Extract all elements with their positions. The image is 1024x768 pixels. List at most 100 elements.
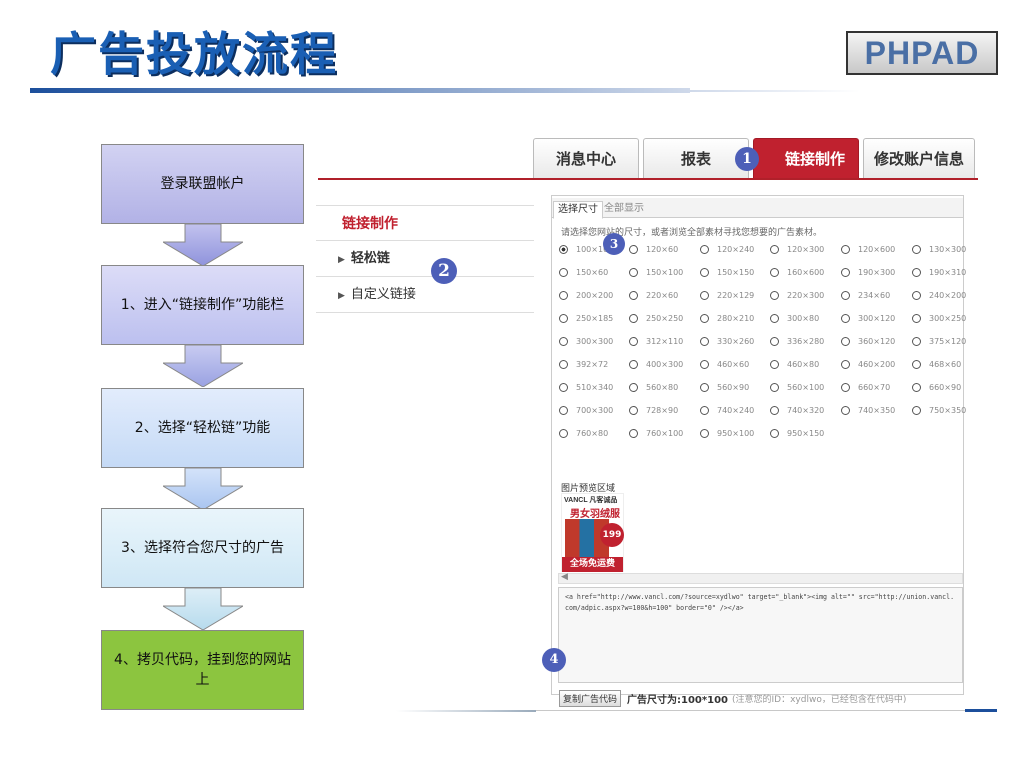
radio-icon[interactable] xyxy=(559,383,568,392)
size-option[interactable]: 950×150 xyxy=(770,429,824,438)
size-option[interactable]: 220×300 xyxy=(770,291,824,300)
size-option[interactable]: 300×120 xyxy=(841,314,895,323)
radio-icon[interactable] xyxy=(912,360,921,369)
size-option[interactable]: 100×100 xyxy=(559,245,613,254)
side-menu-item-custom-link[interactable]: ▶自定义链接 xyxy=(316,277,534,313)
radio-icon[interactable] xyxy=(841,406,850,415)
size-option[interactable]: 468×60 xyxy=(912,360,961,369)
tab-link-creation[interactable]: 链接制作 xyxy=(753,138,859,178)
radio-icon[interactable] xyxy=(700,245,709,254)
size-option[interactable]: 120×300 xyxy=(770,245,824,254)
size-option[interactable]: 950×100 xyxy=(700,429,754,438)
radio-icon[interactable] xyxy=(700,314,709,323)
radio-icon[interactable] xyxy=(700,383,709,392)
size-option[interactable]: 392×72 xyxy=(559,360,608,369)
tab-show-all[interactable]: 全部显示 xyxy=(604,203,644,214)
radio-icon[interactable] xyxy=(912,314,921,323)
size-option[interactable]: 150×100 xyxy=(629,268,683,277)
size-option[interactable]: 760×100 xyxy=(629,429,683,438)
tab-select-size[interactable]: 选择尺寸 xyxy=(553,201,603,219)
radio-icon[interactable] xyxy=(629,268,638,277)
radio-icon[interactable] xyxy=(770,268,779,277)
radio-icon[interactable] xyxy=(629,429,638,438)
radio-icon[interactable] xyxy=(559,429,568,438)
size-option[interactable]: 300×250 xyxy=(912,314,966,323)
radio-icon[interactable] xyxy=(841,383,850,392)
copy-code-button[interactable]: 复制广告代码 xyxy=(559,690,622,707)
size-option[interactable]: 120×600 xyxy=(841,245,895,254)
size-option[interactable]: 200×200 xyxy=(559,291,613,300)
radio-icon[interactable] xyxy=(770,360,779,369)
size-option[interactable]: 375×120 xyxy=(912,337,966,346)
size-option[interactable]: 740×320 xyxy=(770,406,824,415)
radio-icon[interactable] xyxy=(700,360,709,369)
radio-icon[interactable] xyxy=(700,268,709,277)
radio-icon[interactable] xyxy=(770,314,779,323)
radio-icon[interactable] xyxy=(841,291,850,300)
radio-icon[interactable] xyxy=(629,337,638,346)
radio-icon[interactable] xyxy=(912,291,921,300)
radio-icon[interactable] xyxy=(912,245,921,254)
size-option[interactable]: 360×120 xyxy=(841,337,895,346)
size-option[interactable]: 300×300 xyxy=(559,337,613,346)
tab-reports[interactable]: 报表 xyxy=(643,138,749,178)
radio-icon[interactable] xyxy=(559,337,568,346)
size-option[interactable]: 150×60 xyxy=(559,268,608,277)
radio-icon[interactable] xyxy=(770,429,779,438)
radio-icon[interactable] xyxy=(841,245,850,254)
size-option[interactable]: 740×350 xyxy=(841,406,895,415)
size-option[interactable]: 560×100 xyxy=(770,383,824,392)
radio-icon[interactable] xyxy=(700,291,709,300)
size-option[interactable]: 130×300 xyxy=(912,245,966,254)
horizontal-scrollbar[interactable]: ◀ xyxy=(558,572,963,584)
radio-icon[interactable] xyxy=(559,291,568,300)
radio-icon[interactable] xyxy=(559,360,568,369)
size-option[interactable]: 312×110 xyxy=(629,337,683,346)
radio-icon[interactable] xyxy=(559,406,568,415)
size-option[interactable]: 250×185 xyxy=(559,314,613,323)
size-option[interactable]: 300×80 xyxy=(770,314,819,323)
size-option[interactable]: 400×300 xyxy=(629,360,683,369)
side-menu-item-easy-link[interactable]: ▶轻松链 xyxy=(316,241,534,277)
size-option[interactable]: 280×210 xyxy=(700,314,754,323)
radio-icon[interactable] xyxy=(629,314,638,323)
size-option[interactable]: 510×340 xyxy=(559,383,613,392)
size-option[interactable]: 240×200 xyxy=(912,291,966,300)
radio-icon[interactable] xyxy=(770,383,779,392)
scroll-left-icon[interactable]: ◀ xyxy=(561,572,568,582)
tab-message-center[interactable]: 消息中心 xyxy=(533,138,639,178)
size-option[interactable]: 150×150 xyxy=(700,268,754,277)
size-option[interactable]: 250×250 xyxy=(629,314,683,323)
radio-icon[interactable] xyxy=(700,429,709,438)
size-option[interactable]: 560×80 xyxy=(629,383,678,392)
radio-icon[interactable] xyxy=(770,406,779,415)
radio-icon[interactable] xyxy=(912,268,921,277)
radio-icon[interactable] xyxy=(912,406,921,415)
size-option[interactable]: 560×90 xyxy=(700,383,749,392)
radio-icon[interactable] xyxy=(629,291,638,300)
radio-icon[interactable] xyxy=(912,337,921,346)
size-option[interactable]: 120×60 xyxy=(629,245,678,254)
radio-icon[interactable] xyxy=(629,245,638,254)
size-option[interactable]: 760×80 xyxy=(559,429,608,438)
radio-icon[interactable] xyxy=(559,314,568,323)
radio-icon[interactable] xyxy=(700,337,709,346)
size-option[interactable]: 220×129 xyxy=(700,291,754,300)
radio-icon[interactable] xyxy=(559,245,568,254)
size-option[interactable]: 460×60 xyxy=(700,360,749,369)
size-option[interactable]: 750×350 xyxy=(912,406,966,415)
radio-icon[interactable] xyxy=(841,268,850,277)
radio-icon[interactable] xyxy=(700,406,709,415)
radio-icon[interactable] xyxy=(770,291,779,300)
size-option[interactable]: 160×600 xyxy=(770,268,824,277)
size-option[interactable]: 660×90 xyxy=(912,383,961,392)
size-option[interactable]: 728×90 xyxy=(629,406,678,415)
size-option[interactable]: 460×80 xyxy=(770,360,819,369)
size-option[interactable]: 120×240 xyxy=(700,245,754,254)
radio-icon[interactable] xyxy=(841,360,850,369)
radio-icon[interactable] xyxy=(629,406,638,415)
radio-icon[interactable] xyxy=(770,337,779,346)
size-option[interactable]: 660×70 xyxy=(841,383,890,392)
tab-edit-account[interactable]: 修改账户信息 xyxy=(863,138,975,178)
size-option[interactable]: 234×60 xyxy=(841,291,890,300)
